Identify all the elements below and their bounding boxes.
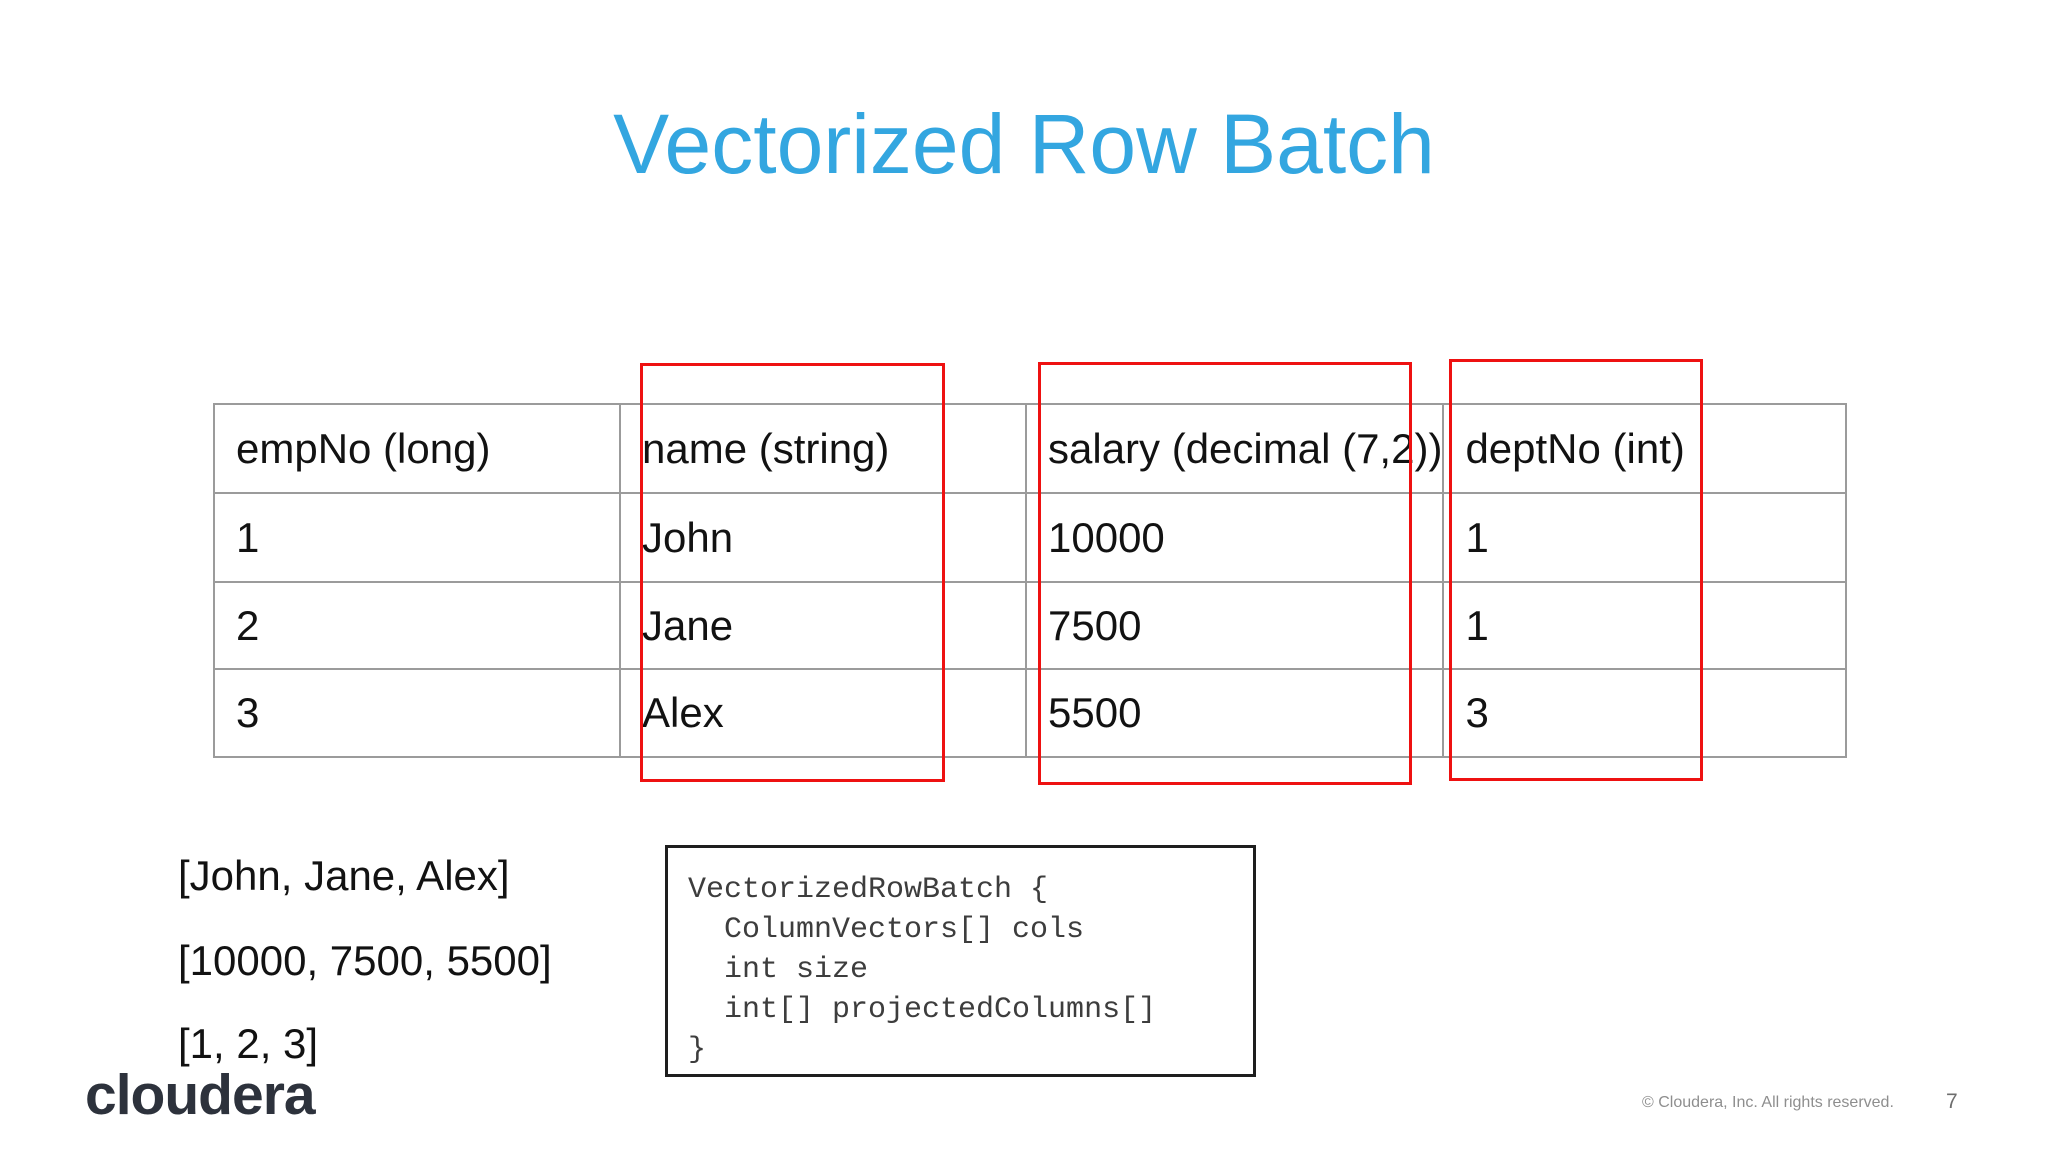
cell-salary: 5500 [1024, 668, 1445, 758]
header-deptno: deptNo (int) [1442, 403, 1848, 494]
table-header-row: empNo (long) name (string) salary (decim… [213, 403, 1848, 494]
row-batch-table: empNo (long) name (string) salary (decim… [213, 403, 1848, 758]
table-row: 3 Alex 5500 3 [213, 668, 1848, 758]
highlight-box-deptno-column [1449, 359, 1703, 781]
header-empno: empNo (long) [213, 403, 621, 494]
cloudera-logo: cloudera [85, 1063, 316, 1127]
page-number: 7 [1946, 1090, 1958, 1113]
code-snippet-box: VectorizedRowBatch { ColumnVectors[] col… [665, 845, 1256, 1077]
cell-salary: 10000 [1024, 492, 1445, 583]
cell-name: Jane [619, 581, 1027, 670]
cell-empno: 3 [213, 668, 621, 758]
highlight-box-salary-column [1038, 362, 1412, 785]
cell-deptno: 1 [1442, 581, 1848, 670]
cell-deptno: 1 [1442, 492, 1848, 583]
cell-deptno: 3 [1442, 668, 1848, 758]
copyright-text: © Cloudera, Inc. All rights reserved. [1642, 1094, 1894, 1111]
slide-title: Vectorized Row Batch [613, 97, 1435, 191]
table-row: 2 Jane 7500 1 [213, 581, 1848, 670]
vector-deptnos: [1, 2, 3] [178, 1020, 319, 1067]
header-name: name (string) [619, 403, 1027, 494]
cell-empno: 1 [213, 492, 621, 583]
cell-empno: 2 [213, 581, 621, 670]
table-row: 1 John 10000 1 [213, 492, 1848, 583]
vector-names: [John, Jane, Alex] [178, 852, 510, 899]
cell-salary: 7500 [1024, 581, 1445, 670]
header-salary: salary (decimal (7,2)) [1024, 403, 1445, 494]
cell-name: John [619, 492, 1027, 583]
vector-salaries: [10000, 7500, 5500] [178, 937, 552, 984]
code-snippet: VectorizedRowBatch { ColumnVectors[] col… [688, 873, 1157, 1067]
highlight-box-name-column [640, 363, 945, 782]
cell-name: Alex [619, 668, 1027, 758]
